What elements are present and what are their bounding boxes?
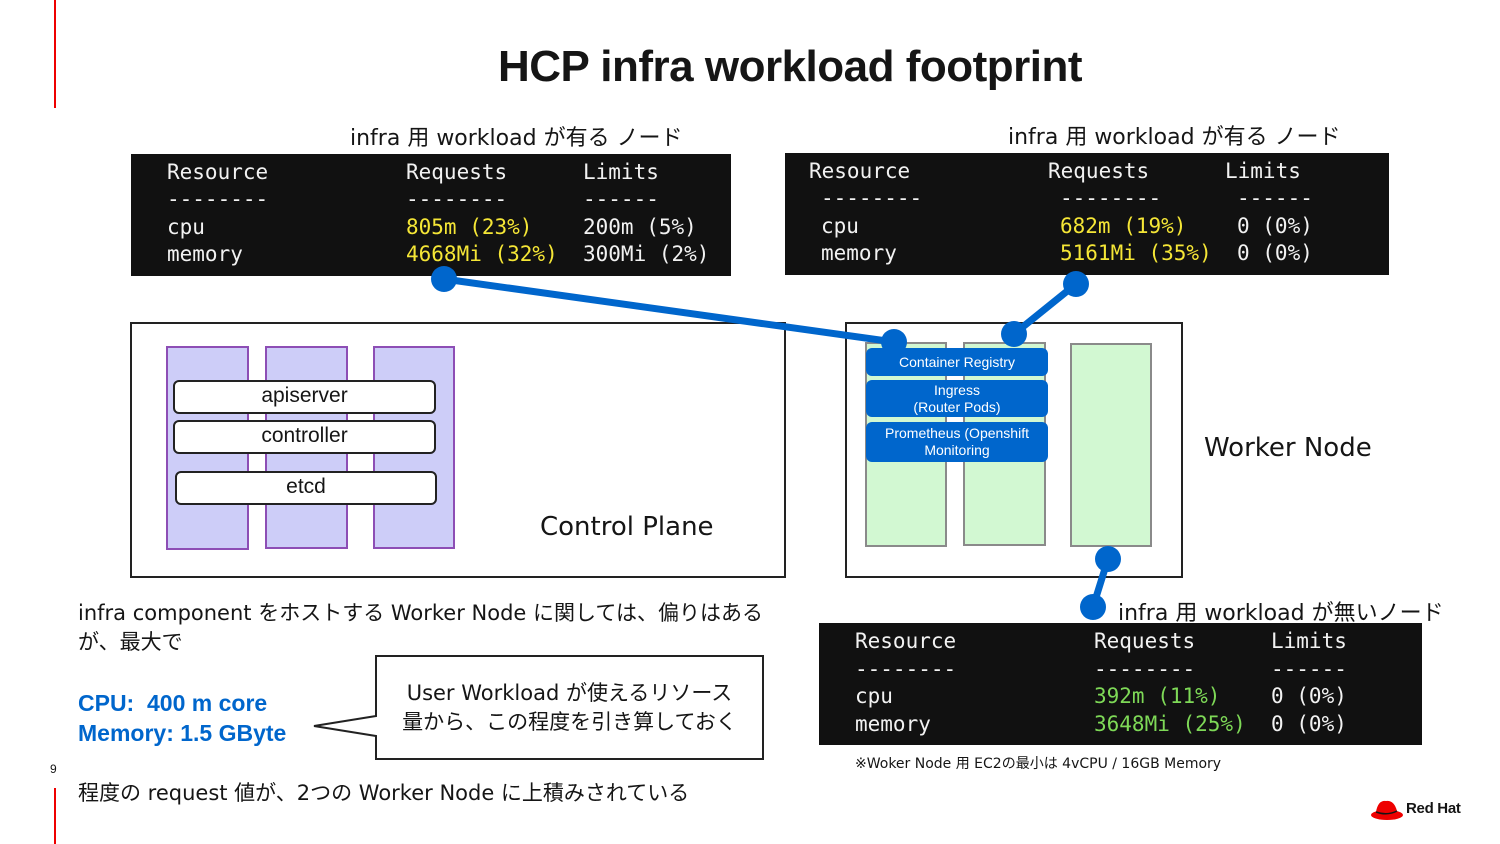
etcd-component: etcd xyxy=(175,471,437,505)
connector-dot xyxy=(1001,321,1027,347)
controller-component: controller xyxy=(173,420,436,454)
worker-node-label: Worker Node xyxy=(1204,433,1372,463)
row-requests-value: 5161Mi (35%) xyxy=(1060,241,1212,265)
row-limits-value: 0 (0%) xyxy=(1271,684,1347,708)
control-plane-label: Control Plane xyxy=(540,512,714,542)
callout-line-2: 量から、この程度を引き算しておく xyxy=(402,710,737,734)
row-resource-name: memory xyxy=(855,712,931,736)
pod-label: Ingress xyxy=(934,381,980,398)
header-divider: -------- xyxy=(167,187,269,211)
accent-line-bottom xyxy=(54,788,56,844)
cpu-footprint: CPU: 400 m core xyxy=(78,690,268,716)
row-limits-value: 200m (5%) xyxy=(583,215,697,239)
header-resource: Resource xyxy=(809,159,911,183)
ingress-pod: Ingress (Router Pods) xyxy=(866,380,1048,417)
pod-label: Container Registry xyxy=(899,353,1015,370)
connector-node1 xyxy=(440,275,898,346)
row-requests-value: 4668Mi (32%) xyxy=(406,242,558,266)
header-divider: ------ xyxy=(583,187,659,211)
row-requests-value: 3648Mi (25%) xyxy=(1094,712,1246,736)
connector-dot xyxy=(1095,546,1121,572)
pod-label-sub: (Router Pods) xyxy=(913,398,1001,415)
header-limits: Limits xyxy=(1271,629,1347,653)
node2-caption: infra 用 workload が有る ノード xyxy=(1008,125,1341,150)
header-resource: Resource xyxy=(855,629,957,653)
row-resource-name: cpu xyxy=(821,214,859,238)
header-divider: -------- xyxy=(855,657,957,681)
header-limits: Limits xyxy=(583,160,659,184)
summary-bottom-line: 程度の request 値が、2つの Worker Node に上積みされている xyxy=(78,781,690,805)
row-requests-value: 682m (19%) xyxy=(1060,214,1187,238)
row-limits-value: 0 (0%) xyxy=(1237,241,1313,265)
pod-label-sub: Monitoring xyxy=(924,442,990,458)
summary-line-1: infra component をホストする Worker Node に関しては… xyxy=(78,601,763,625)
node3-caption: infra 用 workload が無いノード xyxy=(1118,601,1444,626)
row-limits-value: 0 (0%) xyxy=(1271,712,1347,736)
connector-dot xyxy=(431,266,457,292)
callout-line-1: User Workload が使えるリソース xyxy=(406,681,733,705)
logo-text: Red Hat xyxy=(1406,800,1461,817)
header-requests: Requests xyxy=(406,160,508,184)
memory-footprint: Memory: 1.5 GByte xyxy=(78,720,287,746)
row-resource-name: memory xyxy=(821,241,897,265)
red-hat-logo: Red Hat xyxy=(1370,796,1480,824)
node1-caption: infra 用 workload が有る ノード xyxy=(350,126,683,151)
connector-dot xyxy=(881,329,907,355)
header-requests: Requests xyxy=(1048,159,1150,183)
page-number: 9 xyxy=(50,762,57,776)
container-registry-pod: Container Registry xyxy=(866,348,1048,376)
row-resource-name: memory xyxy=(167,242,243,266)
header-divider: ------ xyxy=(1237,186,1313,210)
header-divider: ------ xyxy=(1271,657,1347,681)
header-divider: -------- xyxy=(821,186,923,210)
header-requests: Requests xyxy=(1094,629,1196,653)
row-resource-name: cpu xyxy=(855,684,893,708)
header-resource: Resource xyxy=(167,160,269,184)
header-limits: Limits xyxy=(1225,159,1301,183)
header-divider: -------- xyxy=(406,187,508,211)
header-divider: -------- xyxy=(1094,657,1196,681)
row-requests-value: 392m (11%) xyxy=(1094,684,1221,708)
row-requests-value: 805m (23%) xyxy=(406,215,533,239)
row-limits-value: 300Mi (2%) xyxy=(583,242,710,266)
connector-node2 xyxy=(1010,280,1080,338)
prometheus-pod: Prometheus (Openshift Monitoring xyxy=(866,422,1048,462)
header-divider: -------- xyxy=(1060,186,1162,210)
red-hat-icon xyxy=(1371,800,1403,820)
summary-line-2: が、最大で xyxy=(78,630,183,654)
connector-dot xyxy=(1080,594,1106,620)
ec2-footnote: ※Woker Node 用 EC2の最小は 4vCPU / 16GB Memor… xyxy=(855,756,1222,772)
connector-dot xyxy=(1063,271,1089,297)
pod-label: Prometheus (Openshift xyxy=(885,425,1029,441)
row-limits-value: 0 (0%) xyxy=(1237,214,1313,238)
row-resource-name: cpu xyxy=(167,215,205,239)
apiserver-component: apiserver xyxy=(173,380,436,414)
worker-node-column xyxy=(1070,343,1152,547)
accent-line-top xyxy=(54,0,56,108)
slide-title: HCP infra workload footprint xyxy=(497,42,1083,91)
